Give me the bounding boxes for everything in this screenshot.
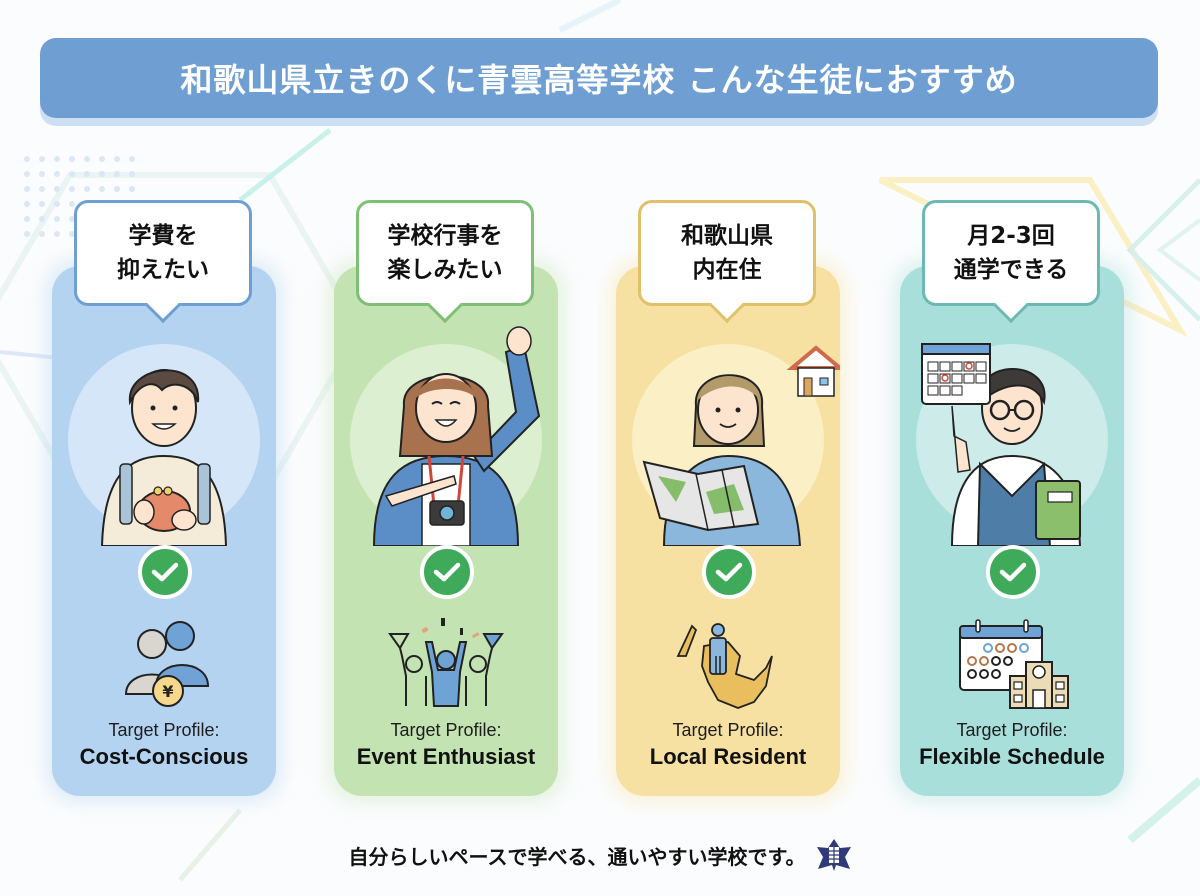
student-pointing-at-calendar-with-book-illustration <box>921 343 1082 546</box>
speech-bubble: 学費を 抑えたい <box>74 200 252 306</box>
bubble-line-2: 楽しみたい <box>387 257 503 283</box>
card-flexible-schedule: 月2-3回 通学できる Target Profile: Flexible Sch… <box>892 200 1132 804</box>
people-with-yen-coin-icon: ¥ <box>124 621 210 707</box>
school-emblem-icon <box>816 839 851 871</box>
footer: 自分らしいペースで学べる、通いやすい学校です。 <box>0 838 1200 872</box>
profile-value: Flexible Schedule <box>919 744 1105 769</box>
svg-text:¥: ¥ <box>162 682 173 701</box>
card-event-enthusiast: 学校行事を 楽しみたい Target Profile: Event Enthus… <box>326 200 566 804</box>
student-cheering-with-camera-illustration <box>372 326 541 546</box>
check-icon <box>702 545 756 599</box>
bubble-line-2: 抑えたい <box>117 257 209 283</box>
bubble-line-1: 月2-3回 <box>967 223 1055 249</box>
profile-value: Local Resident <box>649 744 807 769</box>
profile-value: Event Enthusiast <box>356 744 536 769</box>
bubble-line-2: 内在住 <box>692 257 762 283</box>
person-on-wakayama-map-icon <box>676 623 773 709</box>
card-cost-conscious: 学費を 抑えたい ¥ Target Profile: Cost-Consciou… <box>44 200 284 804</box>
speech-bubble: 学校行事を 楽しみたい <box>356 200 534 306</box>
footer-tagline: 自分らしいペースで学べる、通いやすい学校です。 <box>348 844 806 869</box>
check-icon <box>986 545 1040 599</box>
student-holding-coin-purse-illustration <box>100 369 228 546</box>
profile-label: Target Profile: <box>390 720 502 740</box>
bubble-line-1: 和歌山県 <box>681 223 773 249</box>
bubble-line-1: 学費を <box>128 223 198 249</box>
calendar-and-school-building-icon <box>959 619 1069 709</box>
title-banner: 和歌山県立きのくに青雲高等学校 こんな生徒におすすめ <box>40 38 1158 118</box>
cheering-crowd-with-flags-icon <box>388 618 504 707</box>
speech-bubble: 和歌山県 内在住 <box>638 200 816 306</box>
profile-value: Cost-Conscious <box>79 744 249 769</box>
student-reading-map-near-house-illustration <box>642 345 840 546</box>
check-icon <box>138 545 192 599</box>
check-icon <box>420 545 474 599</box>
page-title: 和歌山県立きのくに青雲高等学校 こんな生徒におすすめ <box>180 61 1018 99</box>
card-local-resident: 和歌山県 内在住 Target Profile: Local Resident <box>608 200 848 804</box>
speech-bubble: 月2-3回 通学できる <box>922 200 1100 306</box>
bubble-line-2: 通学できる <box>953 257 1069 283</box>
profile-label: Target Profile: <box>956 720 1068 740</box>
bubble-line-1: 学校行事を <box>387 223 503 249</box>
profile-label: Target Profile: <box>108 720 220 740</box>
profile-label: Target Profile: <box>672 720 784 740</box>
